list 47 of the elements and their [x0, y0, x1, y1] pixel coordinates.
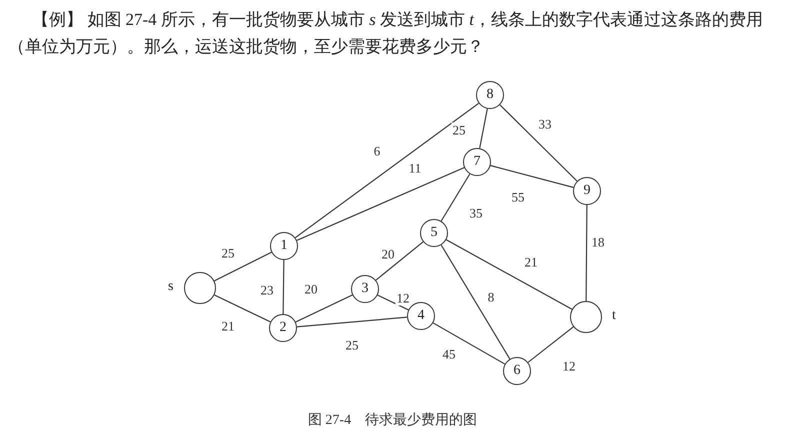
edge-line	[500, 104, 578, 182]
edge-label: 25	[344, 338, 360, 352]
figure-caption: 图 27-4 待求最少费用的图	[306, 412, 478, 429]
node-circle: 1	[270, 232, 298, 260]
edge-label: 21	[524, 254, 538, 270]
edge-label: 33	[538, 116, 552, 132]
edge-line	[586, 205, 588, 301]
edge-label: 11	[408, 160, 422, 176]
node-circle: 5	[420, 219, 448, 247]
edge-line	[214, 252, 272, 282]
edge-label: 8	[486, 290, 496, 304]
edge-label: 25	[452, 122, 466, 138]
edge-line	[479, 108, 488, 148]
edge-label: 12	[562, 358, 576, 374]
edge-label: 6	[372, 144, 382, 158]
edge-line	[490, 165, 574, 188]
node-circle: 3	[351, 275, 379, 303]
edge-label: 20	[380, 246, 396, 262]
edge-line	[528, 326, 574, 363]
node-circle: 4	[407, 302, 435, 330]
edge-line	[440, 174, 470, 222]
edge-line	[296, 316, 408, 328]
edge-line	[294, 102, 480, 238]
edge-line	[214, 294, 271, 322]
node-label: t	[612, 309, 616, 323]
edge-line	[376, 241, 424, 281]
node-label: s	[168, 280, 174, 294]
node-circle: 9	[573, 177, 601, 205]
edge-line	[282, 260, 284, 314]
edge-label: 23	[260, 282, 274, 298]
node-circle: 2	[269, 314, 297, 342]
node-circle: 6	[503, 357, 531, 385]
edge-label: 20	[304, 282, 318, 296]
edge-label: 12	[396, 290, 410, 306]
node-circle: 7	[463, 148, 491, 176]
edge-line	[446, 239, 572, 310]
node-circle: 8	[476, 81, 504, 109]
edge-line	[432, 322, 506, 365]
edge-line	[295, 294, 353, 322]
edge-label: 25	[220, 246, 236, 260]
edge-line	[296, 167, 464, 241]
problem-statement: 【例】 如图 27-4 所示，有一批货物要从城市 s 发送到城市 t，线条上的数字代表通过这条路的费用（单位为万元）。那么，运送这批货物，至少需要花费多少元？	[8, 9, 764, 58]
edge-label: 21	[220, 318, 236, 334]
edge-label: 35	[468, 206, 484, 220]
edge-line	[440, 244, 510, 360]
edge-label: 18	[590, 234, 606, 250]
edge-line	[377, 294, 409, 310]
